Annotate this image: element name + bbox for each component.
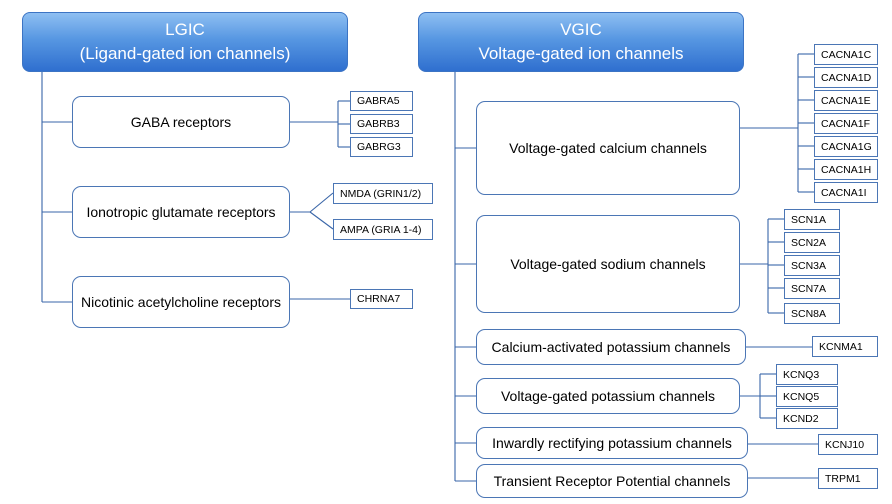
vgic-category-sodium: Voltage-gated sodium channels — [476, 215, 740, 313]
gene-trpm1: TRPM1 — [818, 468, 878, 489]
vgic-category-calcium: Voltage-gated calcium channels — [476, 101, 740, 195]
gene-scn2a: SCN2A — [784, 232, 840, 253]
gene-cacna1e: CACNA1E — [814, 90, 878, 111]
gene-kcnj10: KCNJ10 — [818, 434, 878, 455]
lgic-category-label: GABA receptors — [130, 114, 232, 130]
lgic-category-glutamate: Ionotropic glutamate receptors — [72, 186, 290, 238]
vgic-category-label: Inwardly rectifying potassium channels — [492, 435, 732, 451]
vgic-category-calcium-activated-potassium: Calcium-activated potassium channels — [476, 329, 746, 365]
vgic-category-label: Voltage-gated potassium channels — [500, 388, 716, 404]
gene-kcnma1: KCNMA1 — [812, 336, 878, 357]
gene-scn3a: SCN3A — [784, 255, 840, 276]
gene-scn8a: SCN8A — [784, 303, 840, 324]
lgic-category-label: Nicotinic acetylcholine receptors — [81, 294, 281, 310]
gene-kcnd2: KCND2 — [776, 408, 838, 429]
vgic-category-voltage-potassium: Voltage-gated potassium channels — [476, 378, 740, 414]
vgic-category-trp: Transient Receptor Potential channels — [476, 464, 748, 498]
gene-chrna7: CHRNA7 — [350, 289, 413, 309]
vgic-category-inward-rectifying: Inwardly rectifying potassium channels — [476, 427, 748, 459]
gene-nmda: NMDA (GRIN1/2) — [333, 183, 433, 204]
lgic-category-gaba: GABA receptors — [72, 96, 290, 148]
gene-gabra5: GABRA5 — [350, 91, 413, 111]
gene-kcnq3: KCNQ3 — [776, 364, 838, 385]
gene-gabrg3: GABRG3 — [350, 137, 413, 157]
connector-line — [309, 192, 334, 213]
lgic-title: LGIC — [165, 20, 205, 39]
gene-cacna1h: CACNA1H — [814, 159, 878, 180]
gene-ampa: AMPA (GRIA 1-4) — [333, 219, 433, 240]
vgic-title: VGIC — [560, 20, 602, 39]
gene-scn7a: SCN7A — [784, 278, 840, 299]
lgic-header: LGIC (Ligand-gated ion channels) — [22, 12, 348, 72]
vgic-subtitle: Voltage-gated ion channels — [478, 44, 684, 63]
gene-cacna1g: CACNA1G — [814, 136, 878, 157]
gene-gabrb3: GABRB3 — [350, 114, 413, 134]
gene-cacna1i: CACNA1I — [814, 182, 878, 203]
gene-cacna1c: CACNA1C — [814, 44, 878, 65]
vgic-category-label: Transient Receptor Potential channels — [493, 473, 731, 489]
gene-cacna1d: CACNA1D — [814, 67, 878, 88]
vgic-category-label: Voltage-gated sodium channels — [510, 256, 706, 272]
gene-kcnq5: KCNQ5 — [776, 386, 838, 407]
vgic-category-label: Voltage-gated calcium channels — [509, 140, 707, 156]
gene-scn1a: SCN1A — [784, 209, 840, 230]
vgic-header: VGIC Voltage-gated ion channels — [418, 12, 744, 72]
connector-line — [309, 211, 334, 230]
gene-cacna1f: CACNA1F — [814, 113, 878, 134]
vgic-category-label: Calcium-activated potassium channels — [491, 339, 731, 355]
lgic-category-nicotinic: Nicotinic acetylcholine receptors — [72, 276, 290, 328]
lgic-category-label: Ionotropic glutamate receptors — [86, 204, 276, 220]
lgic-subtitle: (Ligand-gated ion channels) — [79, 44, 291, 63]
